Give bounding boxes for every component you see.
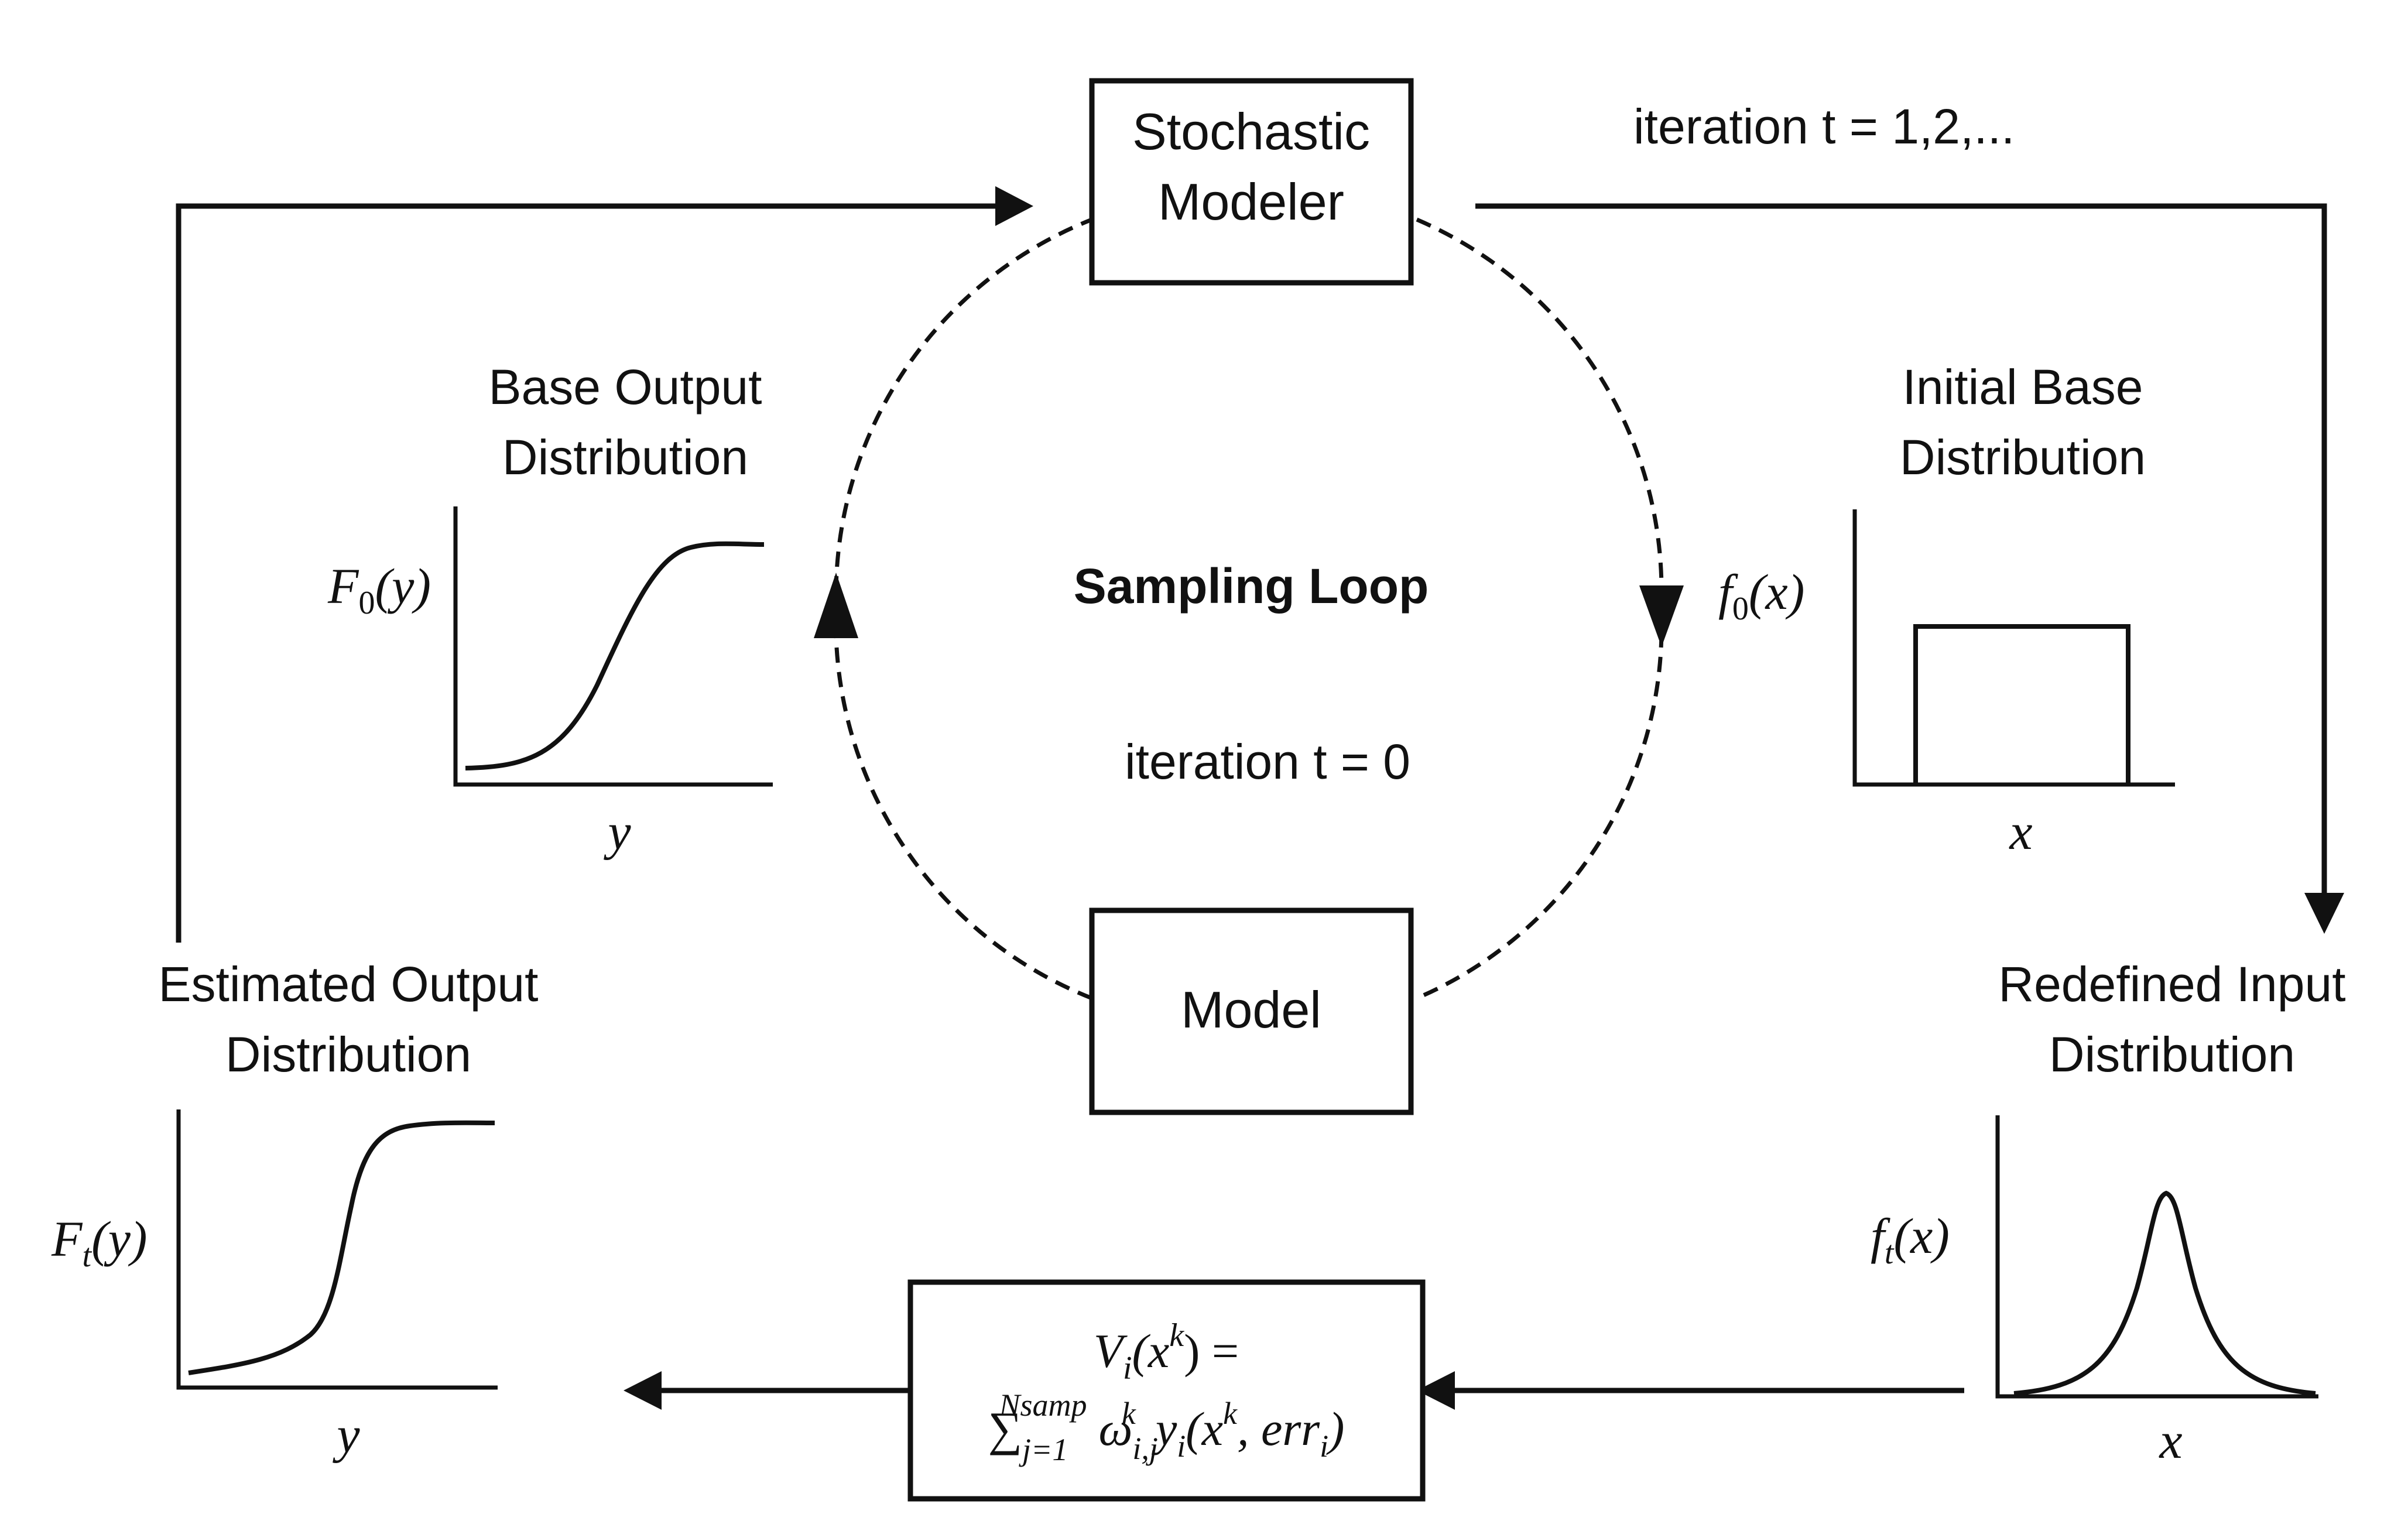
initial-base-xlabel: x [2008, 804, 2032, 861]
sampling-loop-arc-top-left [834, 217, 1093, 592]
feedback-connector [176, 203, 1001, 943]
initial-base-plot: Initial Base Distribution f0(x) x [1718, 359, 2175, 861]
model-box [1089, 907, 1414, 1115]
stochastic-modeler-box [1089, 78, 1414, 286]
iteration-connector [1475, 203, 2327, 893]
sampling-loop-arc-bottom-left [834, 635, 1093, 1001]
estimated-output-xlabel: y [332, 1407, 360, 1464]
estimated-output-plot: Estimated Output Distribution Ft(y) y [51, 957, 539, 1464]
redefined-input-curve [2013, 1190, 2316, 1396]
redefined-input-xlabel: x [2158, 1413, 2182, 1470]
initial-base-axes [1852, 509, 2175, 787]
base-output-axes [453, 506, 773, 787]
sampling-loop-title: Sampling Loop [1074, 559, 1429, 614]
redefined-input-title-line1: Redefined Input [1998, 957, 2345, 1012]
estimated-output-ylabel: Ft(y) [51, 1211, 148, 1274]
base-output-curve [465, 541, 765, 770]
base-output-xlabel: y [603, 804, 631, 861]
estimated-output-curve [188, 1120, 495, 1375]
base-output-title-line2: Distribution [502, 430, 748, 485]
stochastic-modeler-label-line1: Stochastic [1132, 102, 1370, 160]
estimated-output-axes [176, 1109, 498, 1390]
redefined-input-title-line2: Distribution [2049, 1027, 2295, 1082]
feedback-arrowhead [995, 186, 1033, 226]
redefined-input-ylabel: ft(x) [1871, 1208, 1950, 1271]
initial-base-curve [1913, 624, 2130, 785]
estimator-box [907, 1279, 1426, 1502]
base-output-plot: Base Output Distribution F0(y) y [327, 359, 773, 861]
sampling-loop-arrowhead-left [814, 573, 858, 638]
iteration-outer-label: iteration t = 1,2,... [1633, 99, 2015, 154]
sampling-loop-arc-top-right [1416, 217, 1664, 592]
iteration-arrowhead [2304, 893, 2344, 934]
estimated-output-title-line1: Estimated Output [159, 957, 539, 1012]
base-output-title-line1: Base Output [489, 359, 762, 415]
sampling-loop-arrowhead-right [1639, 585, 1684, 647]
model-label: Model [1181, 981, 1321, 1039]
stochastic-modeler-label-line2: Modeler [1158, 173, 1344, 231]
iteration-zero-label: iteration t = 0 [1125, 734, 1410, 789]
estimator-to-output-arrowhead [624, 1371, 662, 1410]
estimator-equation-line1: Vi(xk) = [1094, 1317, 1239, 1386]
estimated-output-title-line2: Distribution [225, 1027, 471, 1082]
initial-base-title-line1: Initial Base [1903, 359, 2143, 415]
base-output-ylabel: F0(y) [327, 558, 431, 621]
redefined-input-axes [1995, 1115, 2318, 1399]
input-to-estimator-arrowhead [1417, 1371, 1455, 1410]
sampling-loop-arc-bottom-right [1416, 632, 1664, 1001]
initial-base-title-line2: Distribution [1900, 430, 2146, 485]
initial-base-ylabel: f0(x) [1718, 564, 1804, 627]
